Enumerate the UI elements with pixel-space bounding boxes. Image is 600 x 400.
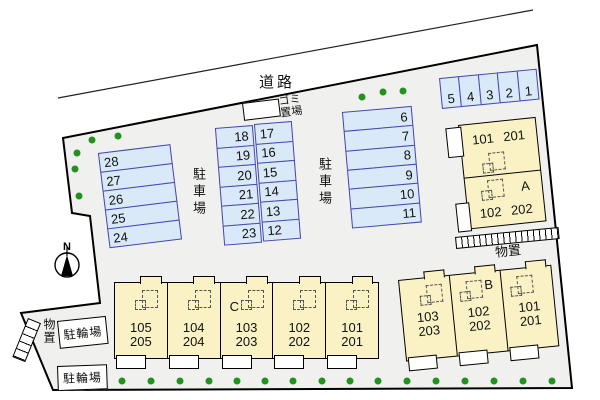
parking-column-24-28: 28 27 26 25 24 [97,144,183,249]
shrub-dot [374,377,382,385]
shrub-dot [346,377,354,385]
shrub-dot [147,377,155,385]
building-a-lower: A 102 202 [464,169,546,230]
porch [168,355,199,369]
unit-number-label: 101 201 [517,298,543,330]
stair-icon [486,178,505,198]
shrub-dot [318,377,326,385]
shrub-dot [403,377,411,385]
unit-number-label: 104 204 [182,320,205,349]
shrub-dot [358,93,366,101]
unit-number-label: 101 201 [471,127,526,148]
unit-roof-tab [246,276,268,284]
building-b: 103 203 B 102 202 101 201 [398,259,560,372]
north-label: N [63,241,71,253]
stair-icon [465,279,484,300]
road-label: 道路 [259,74,296,91]
parking-column-6-11: 6 7 8 9 10 11 [341,105,422,229]
building-a-upper: 101 201 [459,118,540,177]
unit-roof-tab [524,259,546,270]
building-c-label: C [229,299,239,314]
shrub-dot [289,377,297,385]
parking-stall-1: 1 [516,68,540,102]
building-c-unit-104: 104 204 [166,276,220,369]
bicycle-parking-sign-1: 駐輪場 [57,315,109,349]
building-c-unit-101: 101 201 [325,276,378,369]
stair-icon [425,283,444,304]
building-a: 101 201 A 102 202 [445,116,547,233]
compass: N [54,241,80,278]
building-a-label: A [520,177,531,194]
garbage-area-label: ゴミ 置場 [278,93,303,120]
unit-roof-tab [193,276,215,284]
parking-stall-23: 23 [222,222,263,246]
building-b-unit-102: B 102 202 [448,264,508,367]
unit-number-label: 102 202 [288,320,311,349]
building-b-unit-103: 103 203 [399,269,457,372]
building-b-unit-101: 101 201 [499,259,559,362]
building-b-label: B [483,276,494,293]
building-c-unit-102: 102 202 [272,276,325,369]
shrub-dot [461,377,469,385]
parking-stall-12: 12 [261,218,302,242]
shrub-dot [379,88,387,96]
unit-roof-tab [140,276,163,284]
storage-label-left: 物置 [42,318,56,344]
shrub-dot [75,192,83,200]
stair-icon [516,274,534,295]
shrub-dot [261,377,269,385]
porch [407,354,438,372]
unit-number-label: 102 202 [479,200,534,222]
unit-number-label: 103 203 [235,320,258,349]
unit-number-label: 102 202 [466,303,492,335]
compass-needle [61,255,73,276]
stair-icon [134,290,158,310]
unit-roof-tab [473,264,496,275]
stair-icon [187,290,211,310]
porch [274,355,305,369]
porch [445,126,465,159]
shrub-dot [548,377,556,385]
shrub-dot [73,149,81,157]
unit-number-label: 103 203 [416,308,441,340]
stair-icon [240,290,264,310]
porch [221,355,252,369]
building-c-unit-105: 105 205 [115,276,167,369]
unit-number-label: 101 201 [341,320,363,349]
road-edge-line [57,9,534,99]
building-c-unit-103: C 103 203 [219,276,273,369]
shrub-dot [88,136,96,144]
stair-icon [346,290,370,310]
porch [327,355,358,369]
shrub-dot [176,377,184,385]
shrub-dot [399,87,407,95]
shrub-dot [118,377,126,385]
porch [116,355,146,369]
building-c: 105 205 104 204 C 103 203 102 202 101 20… [114,276,379,369]
shrub-dot [205,377,213,385]
storage-label-right: 物置 [494,242,522,260]
porch [455,202,473,233]
stair-icon [293,290,317,310]
unit-roof-tab [298,276,321,284]
stair-icon [488,151,506,171]
bicycle-parking-sign-2: 駐輪場 [57,364,108,391]
shrub-dot [71,165,79,173]
unit-roof-tab [351,276,374,284]
porch [458,349,489,367]
porch [509,344,540,362]
shrub-dot [233,377,241,385]
parking-lot-label-right: 駐車場 [317,157,332,208]
shrub-dot [519,377,527,385]
unit-number-label: 105 205 [130,320,152,349]
unit-roof-tab [422,269,445,280]
shrub-dot [114,132,122,140]
shrub-dot [490,377,498,385]
shrub-dot [432,377,440,385]
parking-lot-label-left: 駐車場 [191,167,206,218]
